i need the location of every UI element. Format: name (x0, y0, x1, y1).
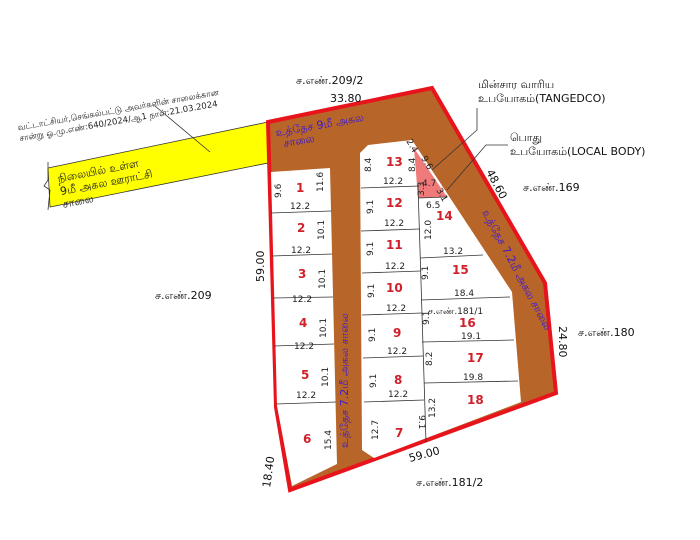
dim: 12.2 (296, 391, 316, 401)
lot-1[interactable]: 1 (296, 181, 304, 195)
dim: 10.1 (319, 318, 329, 338)
road-break-mark (43, 162, 51, 211)
boundary-west: 59.00 (254, 251, 267, 283)
dim: 9.1 (422, 311, 432, 325)
lot-9[interactable]: 9 (393, 326, 401, 340)
dim: 12.0 (424, 220, 434, 240)
survey-west: ச.எண்.209 (155, 289, 212, 302)
survey-east: ச.எண்.169 (523, 181, 580, 194)
tangedco-label-1: மின்சார வாரிய (478, 78, 554, 91)
lot-13[interactable]: 13 (386, 155, 403, 169)
tangedco-label-2: உபயோகம்(TANGEDCO) (478, 92, 606, 105)
lot-10[interactable]: 10 (386, 281, 403, 295)
left-road-label: உத்தேச 7.2மீ அகல சாலை (338, 313, 351, 448)
dim: 15.4 (324, 430, 334, 450)
dim: 19.1 (461, 332, 481, 342)
dim: 9.6 (274, 183, 284, 198)
lot-15[interactable]: 15 (452, 263, 469, 277)
local-body-leader (446, 144, 508, 191)
lot-numbers: 1 2 3 4 5 6 7 8 9 10 11 12 13 14 15 16 1… (296, 155, 484, 446)
dim: 4.7 (422, 179, 436, 189)
dim: 13.2 (443, 247, 463, 257)
lot-14[interactable]: 14 (436, 209, 453, 223)
dim: 9.1 (416, 415, 426, 429)
lot-16[interactable]: 16 (459, 316, 476, 330)
dim: 9.1 (421, 266, 431, 280)
boundary-east: 24.80 (556, 326, 569, 358)
lot-4[interactable]: 4 (299, 316, 307, 330)
lot-18[interactable]: 18 (467, 393, 484, 407)
dim: 19.8 (463, 373, 483, 383)
tangedco-leader (431, 108, 478, 171)
left-block (271, 168, 337, 486)
lot-12[interactable]: 12 (386, 196, 403, 210)
dim: 9.1 (367, 284, 377, 298)
survey-southeast: ச.எண்.180 (578, 326, 635, 339)
survey-south: ச.எண்.181/2 (416, 476, 483, 489)
dim: 8.4 (408, 157, 418, 172)
dim: 12.2 (386, 304, 406, 314)
lot-3[interactable]: 3 (298, 267, 306, 281)
dim: 12.2 (387, 347, 407, 357)
dim: 8.2 (425, 352, 435, 366)
lot-2[interactable]: 2 (297, 221, 305, 235)
boundary-north: 33.80 (330, 92, 362, 105)
dim: 9.1 (369, 374, 379, 388)
dim: 10.1 (318, 269, 328, 289)
dim: 12.2 (291, 246, 311, 256)
lot-lines (270, 185, 519, 443)
dim: 12.2 (385, 262, 405, 272)
dim: 6.5 (426, 201, 440, 211)
dim: 12.2 (294, 342, 314, 352)
existing-road-label-3: சாலை (61, 192, 94, 211)
lot-8[interactable]: 8 (394, 373, 402, 387)
dim: 10.1 (321, 367, 331, 387)
top-road-label-2: சாலை (282, 132, 315, 150)
boundary-southwest: 18.40 (260, 455, 277, 488)
dim: 8.4 (364, 157, 374, 172)
note-leader-line (154, 105, 211, 153)
lot-7[interactable]: 7 (395, 426, 403, 440)
local-body-label-2: உபயோகம்(LOCAL BODY) (510, 145, 645, 158)
lot-6[interactable]: 6 (303, 432, 311, 446)
dim: 3.3 (417, 182, 427, 196)
lot-17[interactable]: 17 (467, 351, 484, 365)
dim: 18.4 (454, 289, 474, 299)
dim: 12.2 (383, 177, 403, 187)
dim: 13.2 (428, 398, 438, 418)
common-use-area (414, 148, 447, 198)
dim: 10.1 (317, 220, 327, 240)
lot-dimensions: 9.6 11.6 12.2 10.1 12.2 10.1 12.2 10.1 1… (274, 138, 483, 451)
dim: 11.6 (316, 172, 326, 192)
dim: 9.1 (366, 242, 376, 256)
local-body-label-1: பொது (510, 131, 542, 144)
survey-inner: ச.எண்.181/1 (428, 307, 483, 317)
dim: 12.7 (371, 420, 381, 440)
dim: 9.1 (366, 200, 376, 214)
survey-north: ச.எண்.209/2 (296, 74, 363, 87)
dim: 9.1 (368, 328, 378, 342)
lot-5[interactable]: 5 (301, 368, 309, 382)
lot-11[interactable]: 11 (386, 238, 403, 252)
dim: 12.2 (388, 390, 408, 400)
dim: 12.2 (290, 202, 310, 212)
dim: 12.2 (292, 295, 312, 305)
dim: 12.2 (384, 219, 404, 229)
